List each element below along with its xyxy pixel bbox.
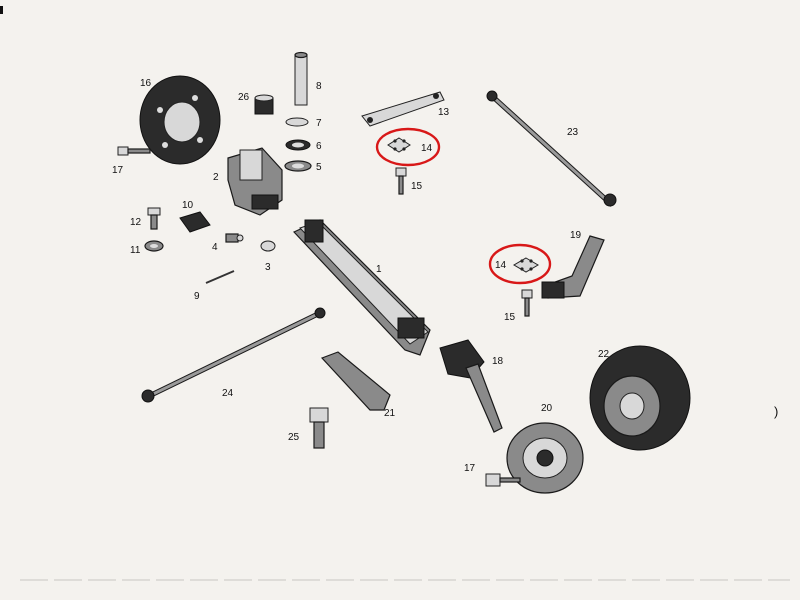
label-3: 3 xyxy=(265,262,271,273)
part-8-kingpin xyxy=(294,51,308,106)
part-23-tie-rod xyxy=(486,90,617,207)
part-4-grease-nipple xyxy=(225,233,244,243)
part-14-plate-lower xyxy=(513,257,539,273)
part-3-cap xyxy=(260,240,276,252)
label-15-lower: 15 xyxy=(504,312,516,323)
label-26: 26 xyxy=(238,92,250,103)
label-22: 22 xyxy=(598,349,610,360)
part-20-backing-plate xyxy=(506,422,584,494)
part-25-bolt xyxy=(309,407,329,449)
label-24: 24 xyxy=(222,388,234,399)
label-12: 12 xyxy=(130,217,142,228)
part-26-sleeve xyxy=(254,94,274,115)
highlight-circle-upper xyxy=(375,127,441,167)
label-10: 10 xyxy=(182,200,194,211)
label-25: 25 xyxy=(288,432,300,443)
part-2-steering-knuckle xyxy=(227,147,283,216)
label-14-upper: 14 xyxy=(421,143,433,154)
label-19: 19 xyxy=(570,230,582,241)
part-18-stub-axle xyxy=(439,339,503,433)
label-17-lower: 17 xyxy=(464,463,476,474)
part-17-bolt-left xyxy=(117,146,151,156)
label-23: 23 xyxy=(567,127,579,138)
part-10-plate xyxy=(179,211,211,233)
label-6: 6 xyxy=(316,141,322,152)
label-2: 2 xyxy=(213,172,219,183)
part-13-bracket xyxy=(361,91,445,127)
label-18: 18 xyxy=(492,356,504,367)
part-14-plate-upper xyxy=(387,137,411,153)
part-9-pin xyxy=(205,270,235,284)
part-22-brake-drum xyxy=(589,345,691,451)
highlight-circle-lower xyxy=(488,243,552,285)
label-15-upper: 15 xyxy=(411,181,423,192)
label-21: 21 xyxy=(384,408,396,419)
margin-mark: ) xyxy=(774,404,778,419)
label-5: 5 xyxy=(316,162,322,173)
edge-mark xyxy=(0,6,3,14)
part-12-bolt xyxy=(147,207,161,230)
part-1-axle-beam xyxy=(292,219,431,356)
label-9: 9 xyxy=(194,291,200,302)
part-15-bolt-lower xyxy=(521,289,533,317)
label-4: 4 xyxy=(212,242,218,253)
label-8: 8 xyxy=(316,81,322,92)
part-19-steering-arm xyxy=(541,235,605,299)
label-13: 13 xyxy=(438,107,450,118)
label-11: 11 xyxy=(130,245,141,256)
label-1: 1 xyxy=(376,264,382,275)
label-16: 16 xyxy=(140,78,152,89)
part-21-lever xyxy=(320,351,391,411)
label-20: 20 xyxy=(541,403,553,414)
label-7: 7 xyxy=(316,118,322,129)
label-17-upper: 17 xyxy=(112,165,124,176)
part-7-washer xyxy=(285,117,309,127)
part-17-bolt-lower xyxy=(485,473,521,487)
part-24-track-rod xyxy=(141,307,326,403)
part-16-brake-plate xyxy=(139,75,221,165)
label-14-lower: 14 xyxy=(495,260,507,271)
part-15-bolt-upper xyxy=(395,167,407,195)
